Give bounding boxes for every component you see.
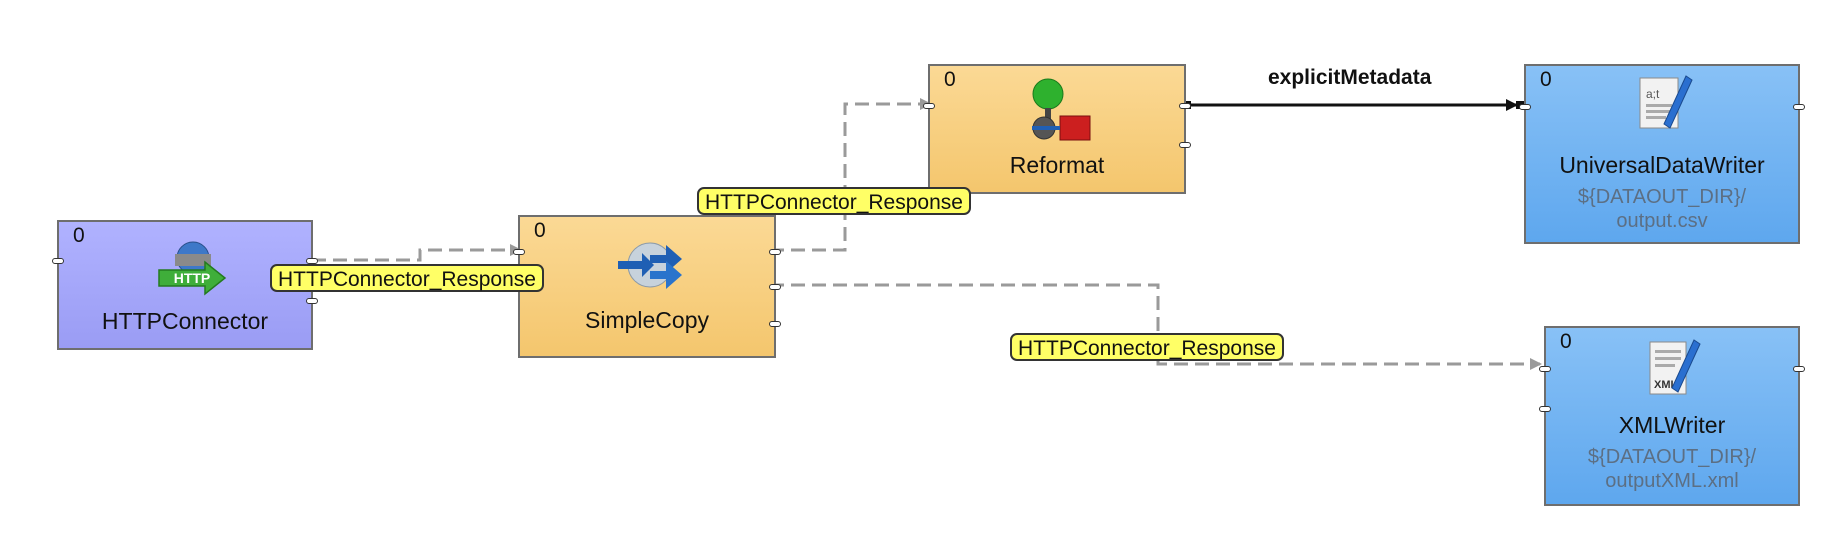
phase-label: 0 [73, 224, 85, 247]
simple-copy-icon [618, 242, 682, 289]
phase-label: 0 [944, 68, 956, 91]
input-port[interactable] [52, 258, 64, 264]
input-port[interactable] [923, 103, 935, 109]
output-port[interactable] [769, 321, 781, 327]
svg-text:a;t: a;t [1646, 87, 1660, 101]
reformat-icon [1032, 78, 1091, 141]
universal-data-writer-icon: a;t [1639, 75, 1693, 129]
node-simple-copy[interactable]: 0 SimpleCopy [513, 215, 781, 358]
node-xml-writer[interactable]: 0 XML XMLWriter ${DATAOUT_DIR}/ outputXM… [1539, 326, 1805, 506]
input-port[interactable] [513, 249, 525, 255]
output-port[interactable] [306, 298, 318, 304]
node-name: HTTPConnector [101, 308, 269, 334]
phase-label: 0 [1540, 68, 1552, 91]
node-name: XMLWriter [1618, 412, 1726, 438]
file-path: ${DATAOUT_DIR}/ [1577, 186, 1747, 208]
output-port[interactable] [769, 249, 781, 255]
node-name: SimpleCopy [585, 307, 709, 333]
edge-label-copy-xml[interactable]: HTTPConnector_Response [1010, 333, 1284, 361]
node-name: Reformat [1009, 152, 1105, 178]
file-name: output.csv [1616, 210, 1708, 232]
node-reformat[interactable]: 0 Reformat [923, 64, 1191, 194]
phase-label: 0 [534, 219, 546, 242]
xml-writer-icon: XML [1649, 339, 1701, 395]
input-port[interactable] [1539, 366, 1551, 372]
input-port[interactable] [1539, 406, 1551, 412]
output-port[interactable] [1793, 104, 1805, 110]
node-universal-data-writer[interactable]: 0 a;t UniversalDataWriter ${DATAOUT_DIR}… [1519, 64, 1805, 244]
output-port[interactable] [769, 284, 781, 290]
file-path: ${DATAOUT_DIR}/ [1587, 446, 1757, 468]
file-name: outputXML.xml [1605, 470, 1739, 492]
node-name: UniversalDataWriter [1559, 152, 1765, 178]
edge-label-reformat-udw[interactable]: explicitMetadata [1268, 66, 1432, 89]
http-connector-icon: HTTP [158, 241, 227, 296]
input-port[interactable] [1519, 104, 1531, 110]
node-http-connector[interactable]: 0 HTTP HTTPConnector [52, 220, 318, 350]
svg-text:HTTP: HTTP [174, 270, 211, 286]
output-port[interactable] [1793, 366, 1805, 372]
edge-label-http-copy[interactable]: HTTPConnector_Response [270, 264, 544, 292]
edge-label-copy-reformat[interactable]: HTTPConnector_Response [697, 187, 971, 215]
edge-http-to-copy[interactable] [312, 244, 522, 262]
phase-label: 0 [1560, 330, 1572, 353]
output-port[interactable] [1179, 103, 1191, 109]
output-port[interactable] [306, 258, 318, 264]
output-port[interactable] [1179, 142, 1191, 148]
edge-copy-to-reformat[interactable] [770, 98, 932, 252]
